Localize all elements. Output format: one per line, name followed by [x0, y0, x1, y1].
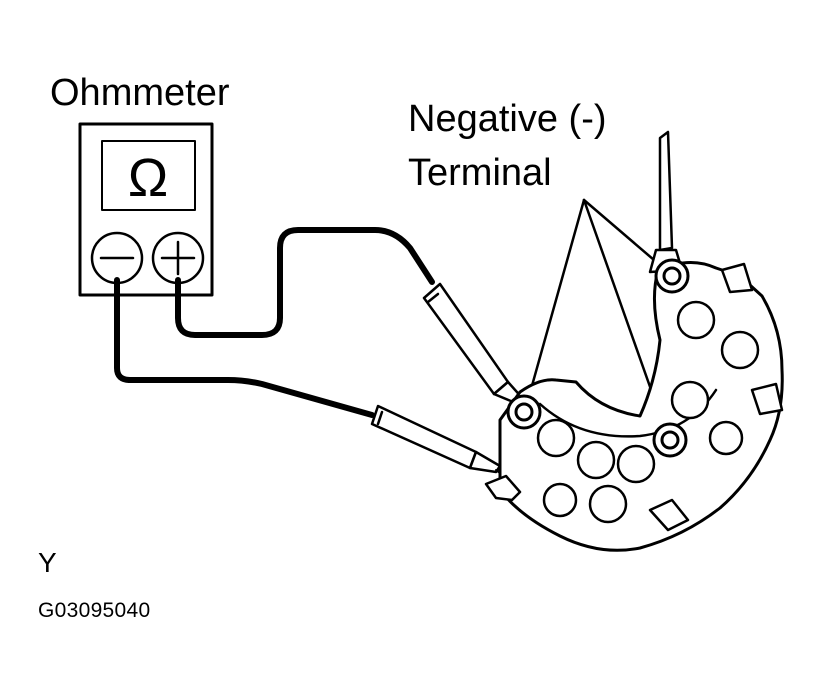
rectifier-body [498, 261, 784, 552]
negative-terminal-left [506, 394, 542, 430]
negative-terminal-label-line1: Negative (-) [408, 98, 607, 140]
ohm-symbol-icon: Ω [128, 148, 168, 208]
positive-terminal-icon [151, 231, 205, 285]
negative-terminal-icon [90, 231, 144, 285]
ohmmeter-label: Ohmmeter [50, 72, 230, 114]
ohmmeter: Ω [78, 122, 214, 297]
ohmmeter-display [101, 140, 196, 211]
view-letter: Y [38, 547, 57, 578]
positive-probe [422, 282, 529, 411]
negative-probe [370, 404, 507, 479]
figure-code: G03095040 [38, 599, 151, 622]
negative-terminal-top [654, 258, 690, 294]
positive-lead-wire [175, 227, 435, 338]
negative-terminal-center [652, 422, 688, 458]
ohmmeter-case [78, 122, 214, 297]
rectifier-holder [484, 130, 784, 552]
test-leads [114, 227, 435, 418]
negative-lead-wire [114, 277, 375, 418]
negative-terminal-label-line2: Terminal [408, 152, 552, 194]
negative-terminal-label: Negative (-) Terminal [408, 92, 607, 200]
diode-bosses [536, 300, 760, 524]
terminal-brackets [484, 262, 784, 532]
terminal-stud [658, 130, 674, 252]
